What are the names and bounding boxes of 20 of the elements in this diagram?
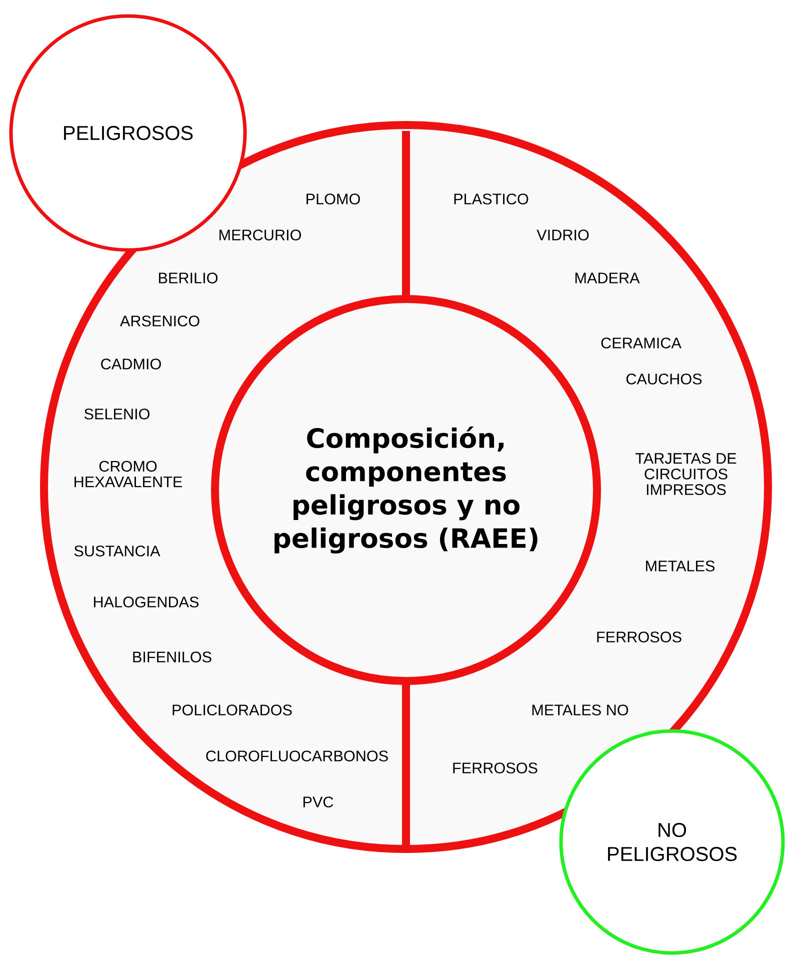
item-label: POLICLORADOS	[172, 704, 292, 716]
item-label: FERROSOS	[453, 762, 538, 774]
item-label: CADMIO	[101, 358, 161, 370]
item-label: PVC	[304, 796, 334, 808]
item-label: PLASTICO	[454, 194, 528, 204]
item-label: METALES NO	[532, 704, 628, 716]
item-label: PLOMO	[306, 194, 360, 204]
item-label: SUSTANCIA	[74, 546, 160, 556]
item-label: BERILIO	[159, 272, 218, 284]
item-label: SELENIO	[84, 408, 150, 420]
item-label: CAUCHOS	[626, 374, 702, 384]
item-label: MADERA	[575, 272, 640, 284]
item-label: METALES	[646, 560, 715, 572]
item-label: TARJETAS DE CIRCUITOS IMPRESOS	[636, 452, 736, 496]
item-label: CROMO HEXAVALENTE	[74, 460, 182, 488]
item-label: HALOGENDAS	[94, 596, 199, 608]
item-label: CLOROFLUOCARBONOS	[206, 750, 388, 762]
item-label: ARSENICO	[120, 316, 200, 326]
node-label: NO PELIGROSOS	[608, 822, 737, 862]
item-label: VIDRIO	[536, 230, 589, 240]
